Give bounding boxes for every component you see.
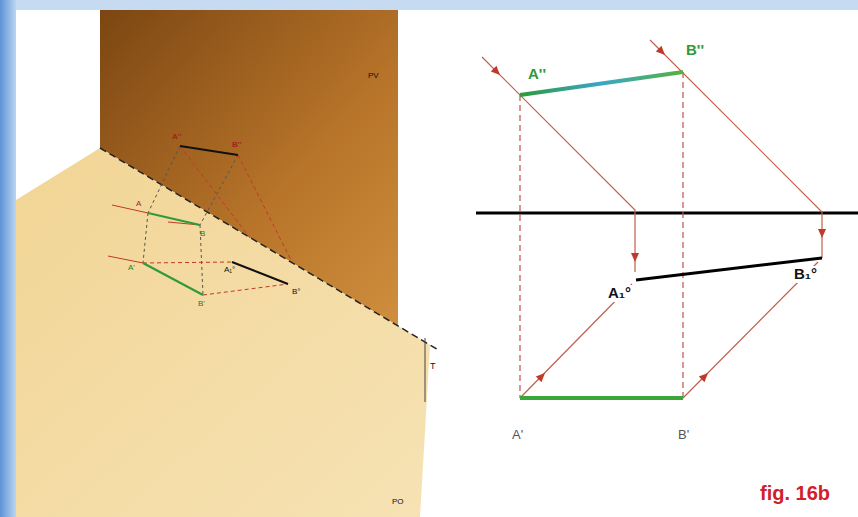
rotation-line xyxy=(203,284,288,295)
point-label: PV xyxy=(368,72,379,81)
white-panel xyxy=(16,10,858,517)
point-label: A₁° xyxy=(224,266,235,275)
ground-line xyxy=(100,148,440,351)
reference-line xyxy=(682,72,683,398)
point-label: B'' xyxy=(232,141,242,150)
point-label: B° xyxy=(292,288,301,297)
point-label: A₁° xyxy=(606,285,633,302)
figure-caption: fig. 16b xyxy=(760,482,830,504)
point-label: A'' xyxy=(526,66,548,83)
point-label: B' xyxy=(198,300,205,309)
point-label: T xyxy=(430,362,436,372)
segment-rotated xyxy=(232,262,288,284)
arrowhead xyxy=(818,229,826,238)
segment-horizontal-projection xyxy=(143,263,203,295)
point-label: A' xyxy=(128,264,135,273)
segment-horizontal-projection xyxy=(520,396,683,400)
point-label: B xyxy=(200,230,205,239)
arrowhead xyxy=(699,370,711,382)
rotation-line xyxy=(143,262,232,263)
arrowhead xyxy=(536,370,548,382)
point-label: PO xyxy=(392,498,404,507)
point-label: A xyxy=(136,200,141,209)
point-label: B₁° xyxy=(792,266,819,283)
point-label: A'' xyxy=(172,133,182,142)
frame-strip xyxy=(0,0,16,517)
projector-line xyxy=(148,146,180,213)
reference-line xyxy=(519,95,520,398)
projection-ray xyxy=(112,205,148,213)
segment-space xyxy=(148,213,200,225)
projector-line xyxy=(143,213,148,263)
arrowhead xyxy=(491,66,503,78)
segment-vertical-projection xyxy=(180,146,238,155)
rotation-line xyxy=(238,155,292,262)
arrowhead xyxy=(656,46,668,58)
ground-tick xyxy=(425,338,426,402)
point-label: B'' xyxy=(684,42,706,59)
point-label: B' xyxy=(676,428,691,442)
point-label: A' xyxy=(510,428,525,442)
projection-ray xyxy=(108,256,143,263)
ground-line xyxy=(476,212,858,215)
arrowhead xyxy=(631,253,639,262)
horizontal-plane xyxy=(16,148,430,517)
